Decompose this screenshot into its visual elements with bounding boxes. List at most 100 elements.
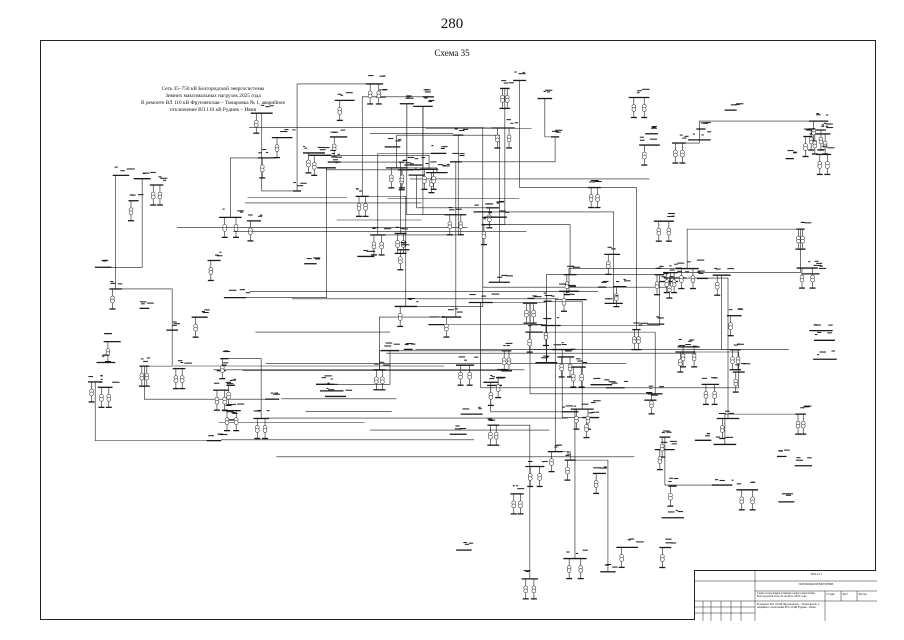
flow-annotation-mark xyxy=(696,271,701,273)
flow-annotation-mark xyxy=(564,349,570,351)
flow-annotation-mark xyxy=(675,509,678,511)
transformer-winding xyxy=(631,107,637,112)
flow-annotation-mark xyxy=(608,381,616,383)
flow-annotation-mark xyxy=(546,356,549,358)
flow-annotation-mark xyxy=(222,208,225,210)
flow-annotation-mark xyxy=(735,364,740,366)
flow-annotation-mark xyxy=(685,271,689,273)
transmission-line xyxy=(547,300,583,410)
transformer-winding xyxy=(691,356,697,362)
transmission-line xyxy=(594,187,637,330)
flow-annotation-mark xyxy=(223,362,229,364)
flow-annotation-mark xyxy=(589,181,595,183)
transformer-winding xyxy=(487,217,492,223)
flow-annotation-mark xyxy=(553,344,562,346)
transformer-winding xyxy=(527,476,533,481)
transmission-line xyxy=(94,381,214,441)
flow-annotation-mark xyxy=(607,298,610,300)
flow-annotation-mark xyxy=(459,153,465,155)
transformer-winding xyxy=(537,476,542,481)
transformer-winding xyxy=(673,152,678,158)
scheme-label: Схема 35 xyxy=(434,48,470,58)
transformer-winding xyxy=(523,588,528,594)
flow-annotation-mark xyxy=(487,216,496,218)
transformer-winding xyxy=(150,194,156,200)
flow-annotation-mark xyxy=(561,344,567,346)
flow-annotation-mark xyxy=(384,345,392,347)
flow-annotation-mark xyxy=(140,301,147,303)
transformer-winding xyxy=(226,395,231,400)
flow-annotation-mark xyxy=(831,350,835,352)
flow-annotation-mark xyxy=(659,265,664,267)
flow-annotation-mark xyxy=(270,392,274,394)
flow-annotation-mark xyxy=(379,75,386,77)
transformer-winding xyxy=(825,164,830,169)
transformer-winding xyxy=(99,397,104,402)
flow-annotation-mark xyxy=(503,82,508,84)
flow-annotation-mark xyxy=(648,385,653,387)
transmission-line xyxy=(362,196,407,307)
flow-annotation-mark xyxy=(602,280,609,282)
transmission-line xyxy=(486,224,571,275)
flow-annotation-mark xyxy=(572,266,581,268)
transformer-winding xyxy=(668,495,673,501)
flow-annotation-mark xyxy=(636,92,640,94)
flow-annotation-mark xyxy=(565,350,572,352)
flow-annotation-mark xyxy=(114,166,118,168)
flow-annotation-mark xyxy=(568,284,576,286)
flow-annotation-mark xyxy=(222,350,225,352)
flow-annotation-mark xyxy=(455,425,460,427)
flow-annotation-mark xyxy=(669,276,674,278)
flow-annotation-mark xyxy=(543,460,548,462)
flow-annotation-mark xyxy=(659,386,664,388)
flow-annotation-mark xyxy=(474,356,479,358)
diagram-title-line: Сеть 35–750 кВ Белгородской энергосистем… xyxy=(161,86,265,92)
flow-annotation-mark xyxy=(404,344,409,346)
flow-annotation-mark xyxy=(162,179,167,181)
flow-annotation-mark xyxy=(522,71,525,73)
transformer-winding xyxy=(649,403,654,409)
flow-annotation-mark xyxy=(204,309,210,311)
flow-annotation-mark xyxy=(401,244,407,246)
flow-annotation-mark xyxy=(337,153,340,155)
flow-annotation-mark xyxy=(541,357,549,359)
flow-annotation-mark xyxy=(229,380,233,382)
flow-annotation-mark xyxy=(303,146,306,148)
flow-annotation-mark xyxy=(546,91,550,93)
transformer-winding xyxy=(818,139,824,145)
flow-annotation-mark xyxy=(378,89,382,91)
flow-annotation-mark xyxy=(321,377,326,379)
transformer-winding xyxy=(728,325,733,330)
flow-annotation-mark xyxy=(274,392,279,394)
flow-annotation-mark xyxy=(334,383,338,385)
flow-annotation-mark xyxy=(172,324,177,326)
flow-annotation-mark xyxy=(300,182,307,184)
flow-annotation-mark xyxy=(146,357,151,359)
flow-annotation-mark xyxy=(817,149,825,151)
transformer-winding xyxy=(128,210,134,215)
flow-annotation-mark xyxy=(636,541,644,543)
transformer-winding xyxy=(796,238,801,244)
transformer-winding xyxy=(447,224,453,229)
transformer-winding xyxy=(379,244,384,250)
flow-annotation-mark xyxy=(381,89,388,91)
flow-annotation-mark xyxy=(590,402,596,404)
flow-annotation-mark xyxy=(733,344,738,346)
transmission-line xyxy=(115,175,121,289)
transmission-line xyxy=(361,96,429,197)
flow-annotation-mark xyxy=(146,302,154,304)
transformer-winding xyxy=(173,378,179,383)
flow-annotation-mark xyxy=(496,377,505,379)
transformer-winding xyxy=(730,359,735,365)
flow-annotation-mark xyxy=(222,364,226,366)
flow-annotation-mark xyxy=(787,150,794,152)
flow-annotation-mark xyxy=(649,138,658,140)
transformer-winding xyxy=(458,374,463,380)
flow-annotation-mark xyxy=(372,227,379,229)
flow-annotation-mark xyxy=(437,164,443,166)
flow-annotation-mark xyxy=(428,99,435,101)
diagram-title-line: отключение ВЛ 110 кВ Рудник – Ивня xyxy=(169,107,257,113)
flow-annotation-mark xyxy=(397,139,402,141)
flow-annotation-mark xyxy=(102,260,107,262)
transformer-winding xyxy=(659,446,665,452)
